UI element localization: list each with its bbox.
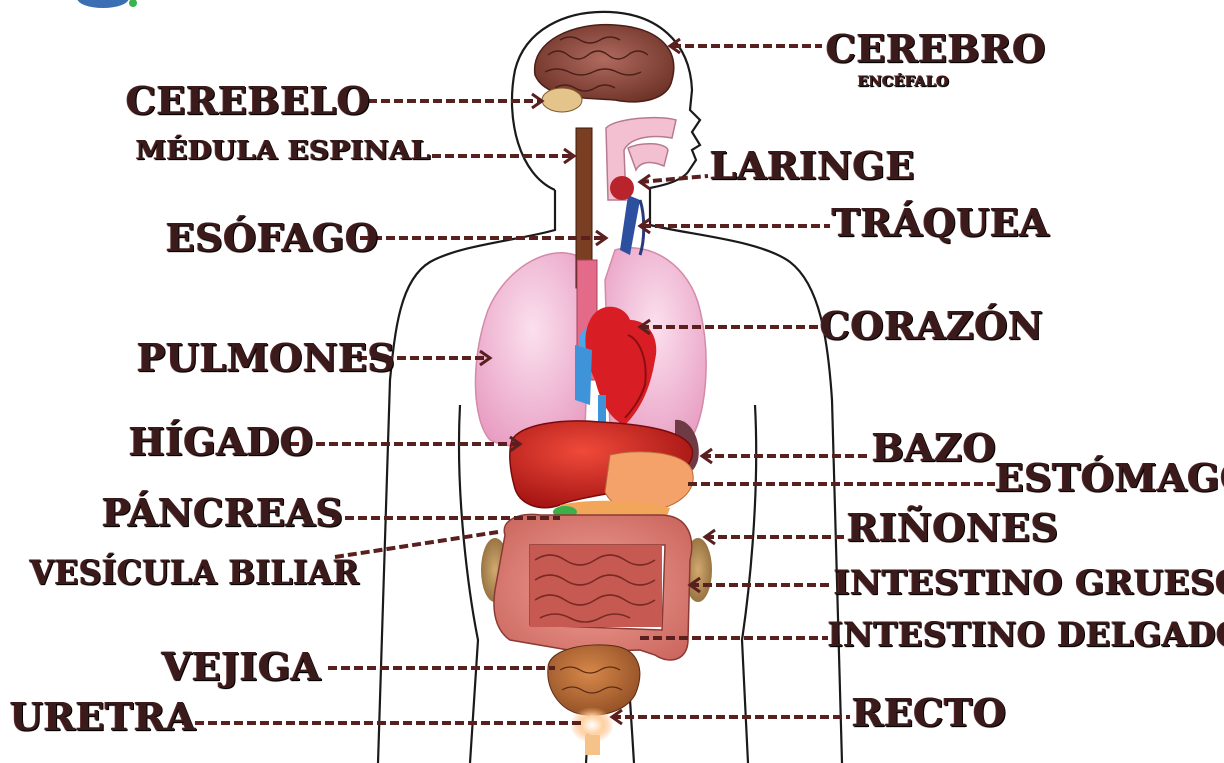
label-intestino-grueso: INTESTINO GRUESO — [834, 563, 1224, 603]
brain — [535, 25, 674, 112]
label-vesicula-biliar: VESÍCULA BILIAR — [30, 553, 360, 593]
label-recto: RECTO — [852, 690, 1007, 735]
label-uretra: URETRA — [10, 694, 196, 739]
label-corazon: CORAZÓN — [820, 303, 1043, 348]
label-encefalo: ENCÉFALO — [858, 74, 949, 90]
bladder — [548, 645, 640, 715]
label-pancreas: PÁNCREAS — [102, 490, 344, 535]
label-vejiga: VEJIGA — [162, 644, 321, 689]
label-estomago: ESTÓMAGO — [995, 455, 1224, 500]
cerebellum — [542, 88, 582, 112]
label-cerebelo: CEREBELO — [126, 78, 371, 123]
label-cerebro: CEREBRO — [826, 26, 1046, 71]
larynx — [606, 118, 676, 200]
label-medula-espinal: MÉDULA ESPINAL — [136, 136, 431, 166]
label-rinones: RIÑONES — [847, 505, 1059, 550]
label-bazo: BAZO — [872, 425, 996, 470]
label-esofago: ESÓFAGO — [166, 215, 379, 260]
logo — [77, 0, 137, 8]
label-higado: HÍGADO — [129, 419, 314, 464]
label-intestino-delgado: INTESTINO DELGADO — [828, 615, 1224, 655]
label-pulmones: PULMONES — [137, 335, 396, 380]
label-traquea: TRÁQUEA — [832, 200, 1050, 245]
urethra — [570, 707, 614, 755]
label-laringe: LARINGE — [710, 143, 915, 188]
small-intestine — [530, 545, 662, 627]
